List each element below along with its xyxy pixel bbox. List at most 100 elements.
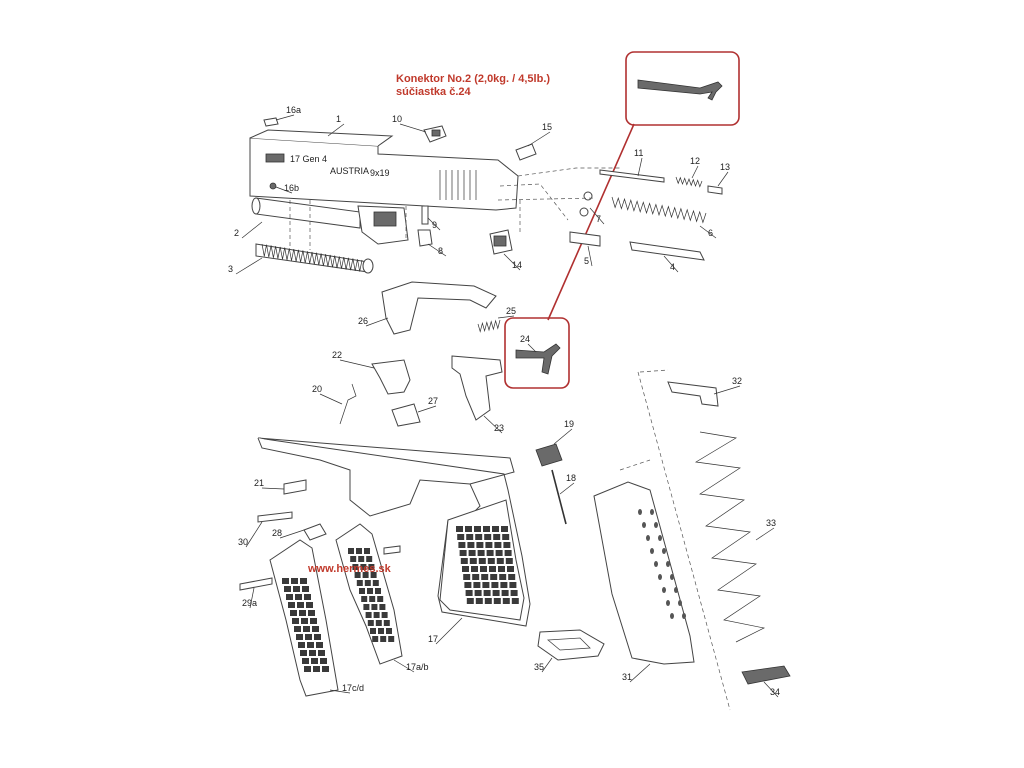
part-number-p23: 23 <box>494 423 504 433</box>
leader-line-p33 <box>755 527 775 541</box>
spring-bearing-9 <box>421 205 429 225</box>
slide-mark-model: 17 Gen 4 <box>290 154 327 164</box>
barrel <box>251 197 409 245</box>
part-number-p12: 12 <box>690 156 700 166</box>
leader-line-p17 <box>435 617 463 645</box>
locking-block-pin-28 <box>303 523 327 541</box>
part-number-p20: 20 <box>312 384 322 394</box>
part-number-p14: 14 <box>512 260 522 270</box>
part-number-p8: 8 <box>438 246 443 256</box>
part-number-p17cd: 17c/d <box>342 683 364 693</box>
backstrap-pin-29a <box>239 577 273 591</box>
annotation-line1: Konektor No.2 (2,0kg. / 4,5lb.) <box>396 73 550 85</box>
trigger-with-bar-26 <box>381 281 497 335</box>
slide-lock-spring-25 <box>477 319 501 333</box>
part-number-p6: 6 <box>708 228 713 238</box>
part-number-p5: 5 <box>584 256 589 266</box>
trigger-housing-pin-21 <box>283 479 307 495</box>
firing-pin-11 <box>599 169 665 183</box>
leader-line-p24 <box>527 343 537 353</box>
firing-pin-channel-liner-4 <box>629 241 705 261</box>
leader-line-p26 <box>365 317 389 327</box>
leader-line-p7 <box>589 207 605 225</box>
part-number-p13: 13 <box>720 162 730 172</box>
part-number-p26: 26 <box>358 316 368 326</box>
part-number-p18: 18 <box>566 473 576 483</box>
pin-small <box>383 545 401 555</box>
part-number-p19: 19 <box>564 419 574 429</box>
magazine-catch-19 <box>535 443 563 467</box>
leader-line-p16b <box>275 186 293 194</box>
part-number-p17ab: 17a/b <box>406 662 429 672</box>
receiver-frame-17 <box>257 437 531 627</box>
leader-line-p5 <box>587 245 593 267</box>
leader-line-p22 <box>339 359 375 369</box>
part-number-p33: 33 <box>766 518 776 528</box>
part-number-p34: 34 <box>770 687 780 697</box>
callout-connector-line <box>547 123 635 321</box>
part-number-p3: 3 <box>228 264 233 274</box>
connector-enlarged-image <box>637 79 723 101</box>
annotation-line2: súčiastka č.24 <box>396 86 471 98</box>
magazine-tube-31 <box>593 481 695 665</box>
slide-mark-origin: AUSTRIA <box>330 166 369 176</box>
leader-line-p35 <box>541 657 553 673</box>
part-number-p9: 9 <box>432 220 437 230</box>
part-number-p4: 4 <box>670 262 675 272</box>
backstrap-17cd <box>269 539 339 697</box>
leader-line-p4 <box>663 255 679 273</box>
front-sight-screw-16b <box>269 182 277 190</box>
part-number-p10: 10 <box>392 114 402 124</box>
watermark-text: www.hermes.sk <box>307 563 392 575</box>
part-number-p2: 2 <box>234 228 239 238</box>
part-number-p30: 30 <box>238 537 248 547</box>
leader-line-p15 <box>527 131 551 147</box>
firing-pin-spring-6 <box>611 196 707 224</box>
leader-line-p18 <box>559 482 575 495</box>
part-number-p22: 22 <box>332 350 342 360</box>
part-number-p25: 25 <box>506 306 516 316</box>
leader-line-p14 <box>503 253 521 271</box>
pin-7b <box>579 207 589 217</box>
leader-line-p8 <box>427 243 447 257</box>
magazine-insert-34 <box>741 665 791 685</box>
leader-line-p11 <box>637 157 643 177</box>
firing-pin-spring-cups-13 <box>707 185 723 195</box>
leader-line-p28 <box>279 529 305 539</box>
leader-line-p16a <box>275 114 295 121</box>
callout-box-part24 <box>504 317 570 389</box>
callout-box-enlarged <box>625 51 740 126</box>
leader-line-p32 <box>713 385 741 395</box>
part-number-p31: 31 <box>622 672 632 682</box>
leader-line-p2 <box>241 221 263 239</box>
leader-line-p10 <box>399 123 427 133</box>
part-number-p16b: 16b <box>284 183 299 193</box>
front-sight-16a <box>263 117 279 127</box>
part-number-p16a: 16a <box>286 105 301 115</box>
part-number-p15: 15 <box>542 122 552 132</box>
rear-sight-15 <box>515 143 537 161</box>
leader-line-p30 <box>245 521 263 548</box>
locking-block-22 <box>371 359 411 395</box>
trigger-mechanism-housing-23 <box>451 355 503 421</box>
connector-24 <box>515 343 561 375</box>
slide-mark-size: 9x19 <box>370 168 390 178</box>
leader-line-p21 <box>261 487 285 490</box>
spring-cups-5 <box>569 231 601 247</box>
leader-line-p29a <box>249 587 255 609</box>
part-number-p28: 28 <box>272 528 282 538</box>
leader-line-p23 <box>483 415 503 434</box>
part-number-p7: 7 <box>596 214 601 224</box>
backstrap-17ab <box>335 523 403 665</box>
leader-line-p9 <box>427 217 441 231</box>
part-number-p29a: 29a <box>242 598 257 608</box>
part-number-p32: 32 <box>732 376 742 386</box>
leader-line-p3 <box>235 257 263 275</box>
leader-line-p12 <box>691 165 699 179</box>
leader-line-p17ab <box>393 659 415 673</box>
leader-line-p19 <box>553 428 573 445</box>
slide: 17 Gen 4 AUSTRIA 9x19 <box>249 129 519 211</box>
magazine-spring-33 <box>694 431 766 643</box>
leader-line-p31 <box>629 663 651 683</box>
